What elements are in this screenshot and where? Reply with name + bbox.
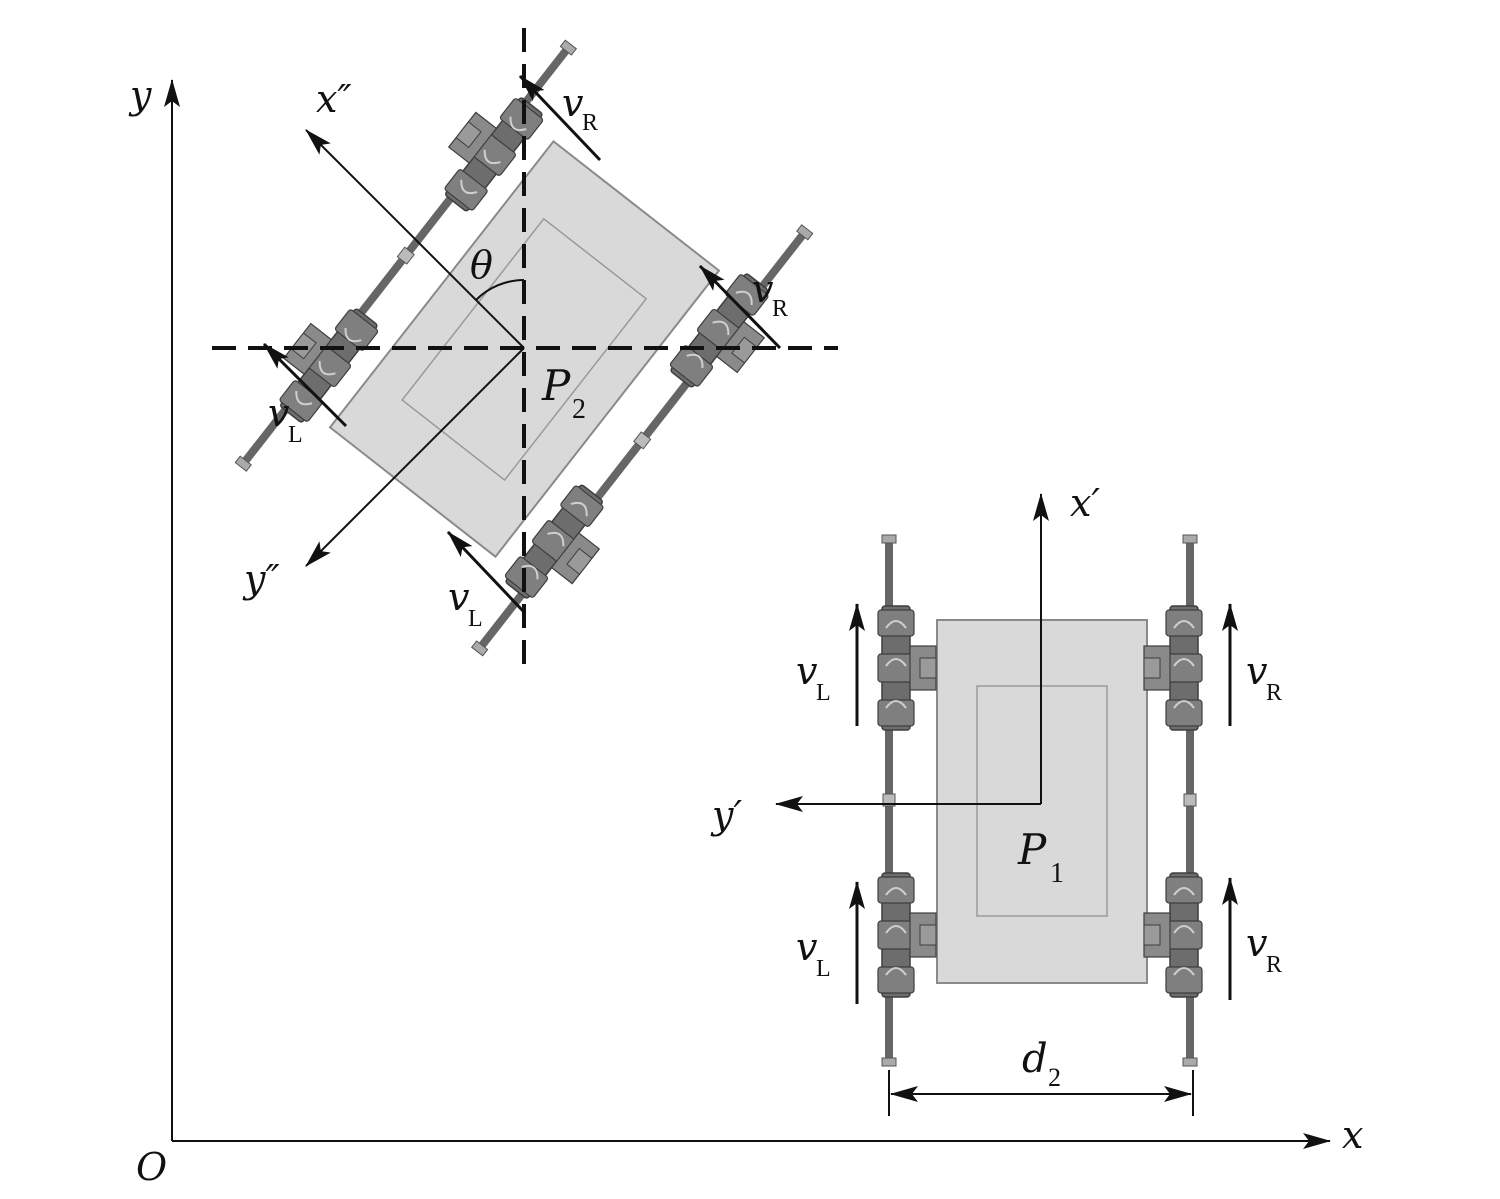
p1-vr-rear-sub: R: [1266, 952, 1282, 978]
d2-label: d: [1022, 1036, 1048, 1082]
p1-wheel-rear-left: [877, 872, 937, 998]
x-prime-label: x′: [1070, 481, 1100, 525]
p2-vl-rear-sub: L: [468, 606, 483, 632]
p2-vr-front-sub: R: [582, 110, 598, 136]
robot-p2: x″ y″ θ P 2 v R v R v L v L: [212, 28, 838, 666]
x-dprime-label: x″: [316, 77, 352, 121]
p2-vl-front-arrow: [262, 342, 348, 428]
p2-vr-front-arrow: [518, 74, 602, 162]
p2-vl-front-sub: L: [288, 422, 303, 448]
p2-vl-rear-label: v: [448, 575, 470, 619]
origin-label: O: [136, 1145, 167, 1189]
p2-vl-rear-arrow: [446, 530, 526, 614]
global-axes: O x y: [128, 73, 1363, 1189]
d2-label-subscript: 2: [1048, 1063, 1061, 1092]
y-axis-label: y: [128, 73, 152, 117]
theta-arc: [475, 279, 525, 301]
p2-label-subscript: 2: [572, 394, 586, 425]
p1-wheel-rear-right: [1143, 872, 1203, 998]
p2-vr-rear-sub: R: [772, 296, 788, 322]
p2-label: P: [541, 361, 571, 410]
p1-label-subscript: 1: [1050, 858, 1064, 889]
theta-label: θ: [470, 243, 493, 287]
p2-y-dprime-axis: [305, 347, 525, 567]
p1-vl-rear-sub: L: [816, 956, 831, 982]
p1-vr-front-label: v: [1246, 649, 1268, 693]
p1-vl-front-label: v: [796, 649, 818, 693]
p1-vl-front-sub: L: [816, 680, 831, 706]
p2-vr-rear-label: v: [752, 267, 774, 311]
p1-wheel-front-left: [877, 605, 937, 731]
p2-vr-front-label: v: [562, 81, 584, 125]
p2-x-dprime-axis: [305, 129, 525, 349]
x-axis-label: x: [1342, 1113, 1363, 1157]
d2-dimension: d 2: [888, 1036, 1194, 1116]
p1-label: P: [1017, 825, 1047, 874]
p1-vr-front-sub: R: [1266, 680, 1282, 706]
p2-platform: [328, 139, 721, 559]
p1-vl-rear-label: v: [796, 925, 818, 969]
p1-wheel-front-right: [1143, 605, 1203, 731]
p1-vr-rear-label: v: [1246, 921, 1268, 965]
p2-vr-rear-arrow: [698, 264, 782, 350]
p2-inner-frame: [401, 217, 648, 482]
y-dprime-label: y″: [242, 557, 280, 601]
robot-p1: x′ y′ P 1 v L v L v R v R d 2: [710, 481, 1282, 1116]
p2-vl-front-label: v: [268, 391, 290, 435]
y-prime-label: y′: [710, 793, 742, 837]
